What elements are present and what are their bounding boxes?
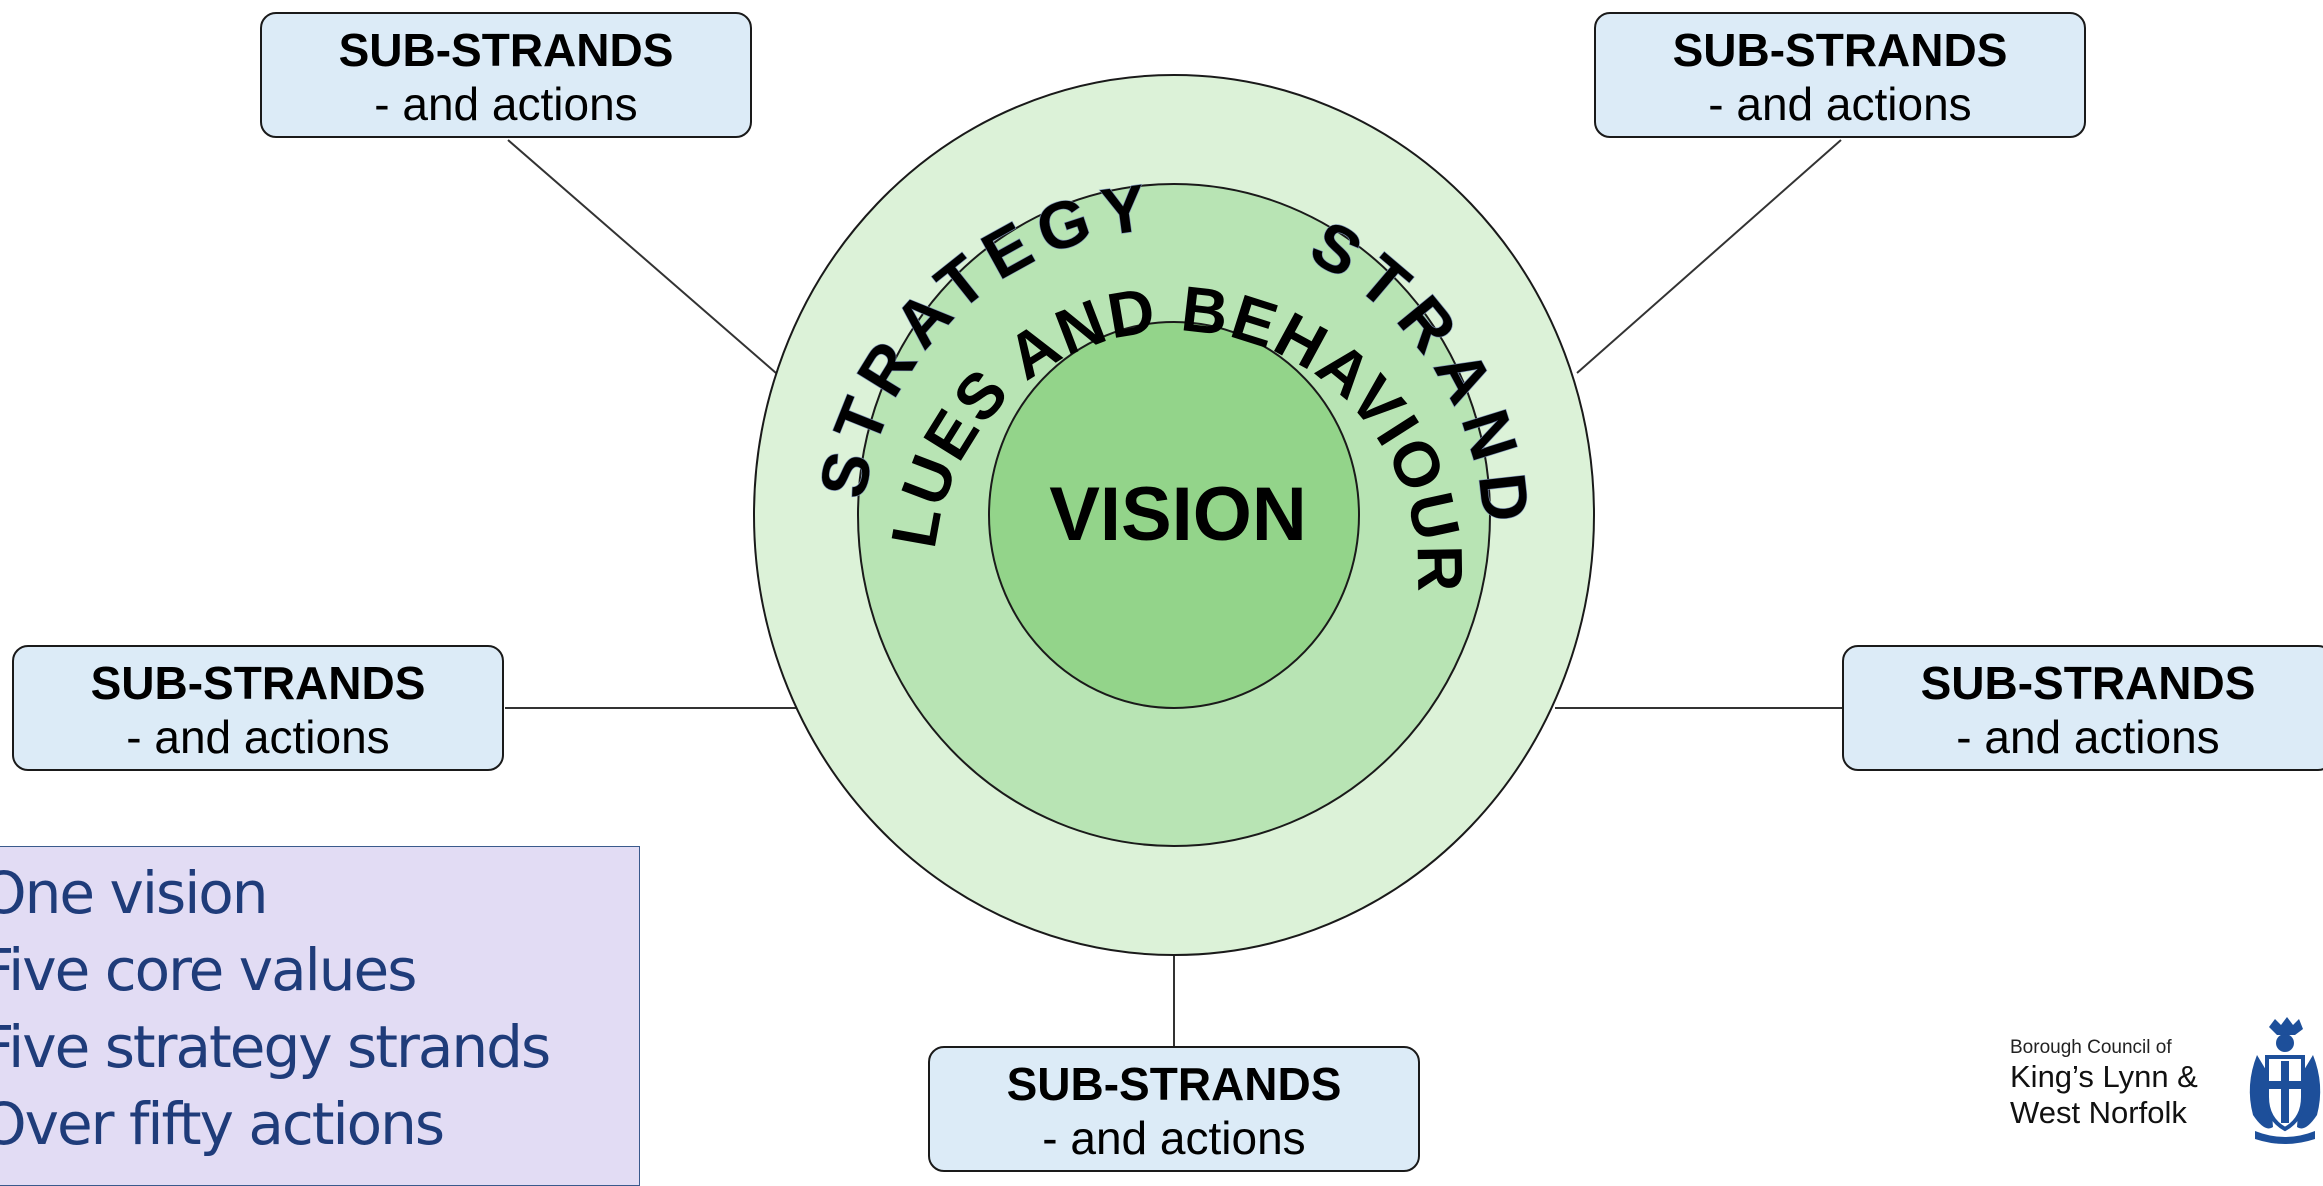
substrand-title: SUB-STRANDS — [1672, 24, 2008, 76]
summary-line-vision: One vision — [0, 859, 269, 927]
substrand-box-top-right: SUB-STRANDS - and actions — [1594, 12, 2086, 138]
summary-line-strands: Five strategy strands — [0, 1013, 551, 1081]
summary-line-actions: Over fifty actions — [0, 1090, 445, 1158]
substrand-box-right: SUB-STRANDS - and actions — [1842, 645, 2323, 771]
crest-icon — [2249, 1017, 2321, 1144]
logo-text-line2: King’s Lynn & — [2010, 1059, 2198, 1094]
connector-top-right — [1576, 139, 1842, 374]
substrand-title: SUB-STRANDS — [1920, 657, 2256, 709]
substrand-subtitle: - and actions — [1708, 78, 1972, 130]
substrand-box-left: SUB-STRANDS - and actions — [12, 645, 504, 771]
vision-label: VISION — [1049, 472, 1307, 557]
substrand-title: SUB-STRANDS — [90, 657, 426, 709]
substrand-box-top-left: SUB-STRANDS - and actions — [260, 12, 752, 138]
substrand-subtitle: - and actions — [1042, 1112, 1306, 1164]
connector-top-left — [507, 139, 777, 374]
summary-box: One vision Five core values Five strateg… — [0, 846, 640, 1186]
summary-line-values: Five core values — [0, 936, 417, 1004]
inner-circle-vision — [988, 321, 1360, 709]
substrand-subtitle: - and actions — [1956, 711, 2220, 763]
logo-text-line1: Borough Council of — [2010, 1037, 2172, 1058]
substrand-title: SUB-STRANDS — [338, 24, 674, 76]
substrand-subtitle: - and actions — [374, 78, 638, 130]
substrand-subtitle: - and actions — [126, 711, 390, 763]
council-logo: Borough Council of King’s Lynn & West No… — [2010, 1015, 2323, 1172]
logo-text-line3: West Norfolk — [2010, 1095, 2187, 1130]
substrand-box-bottom: SUB-STRANDS - and actions — [928, 1046, 1420, 1172]
substrand-title: SUB-STRANDS — [1006, 1058, 1342, 1110]
